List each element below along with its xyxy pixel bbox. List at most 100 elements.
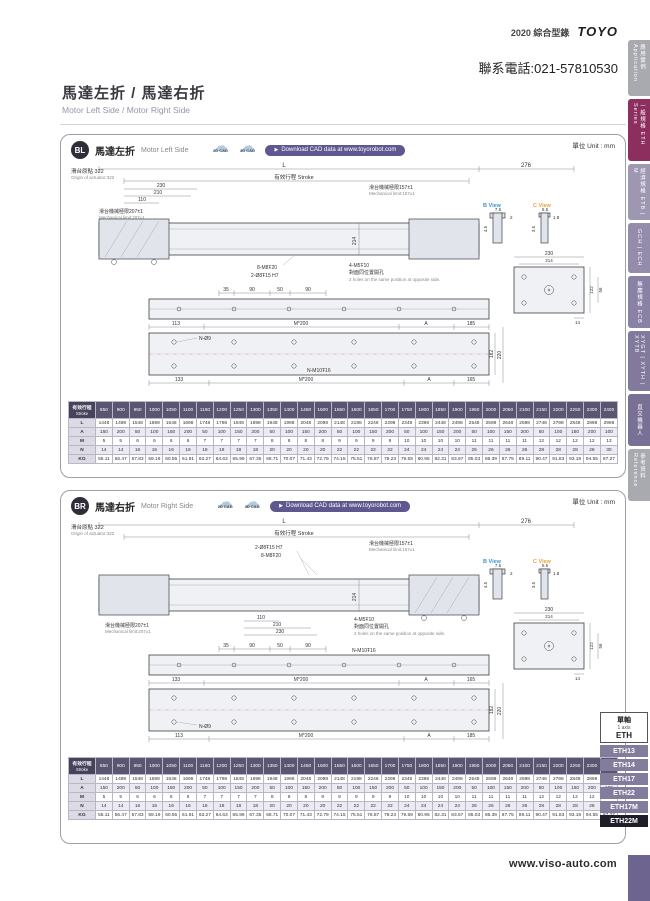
value-cell: 20 [263,445,282,455]
stroke-header-cell: 1750 [397,401,416,419]
dim-110: 110 [257,615,265,621]
value-cell: 61.91 [179,454,197,464]
value-cell: 18 [212,801,231,811]
value-cell: 57.83 [128,454,147,464]
model-eth17[interactable]: ETH17 [600,773,648,785]
tab-xygt-xyth-xytb[interactable]: XYGT | XYTH | XYTB [628,331,650,391]
value-cell: 100 [599,427,619,437]
corner-accent-block [628,855,650,901]
value-cell: 63.27 [195,454,214,464]
value-cell: 8 [313,436,332,446]
value-cell: 9 [364,792,383,802]
value-cell: 2598 [482,418,500,428]
cad-3d-icon[interactable]: ☁ 3D CAD [240,495,264,514]
model-eth17m[interactable]: ETH17M [600,801,648,813]
stroke-header-cell: 1150 [195,401,214,419]
stroke-header-cell: 1600 [347,757,366,775]
value-cell: 100 [280,783,298,793]
value-cell: 22 [381,445,399,455]
cad-2d-label: 2D CAD [217,504,233,509]
value-cell: 2848 [566,774,585,784]
stroke-header-cell: 1950 [465,401,484,419]
dim-276: 276 [521,519,532,525]
value-cell: 50 [397,783,416,793]
value-cell: 2348 [397,418,416,428]
tab-application[interactable]: 應用實例 Application [628,40,650,96]
value-cell: 1448 [95,774,113,784]
value-cell: 2748 [532,774,551,784]
value-cell: 12 [566,436,585,446]
value-cell: 1948 [263,774,282,784]
download-cad-label: Download CAD data at www.toyorobot.com [286,503,402,509]
value-cell: 2248 [364,418,383,428]
value-cell: 100 [482,427,500,437]
value-cell: 80.95 [414,454,433,464]
value-cell: 18 [229,445,248,455]
value-cell: 85.03 [465,454,484,464]
stroke-header-cell: 1250 [229,401,248,419]
group-en: 1 axis [617,725,631,731]
value-cell: 24 [448,801,467,811]
website-url: www.viso-auto.com [509,858,617,870]
value-cell: 86.39 [482,810,500,820]
value-cell: 7 [246,792,265,802]
stroke-dim-label: 有效行程 Stroke [274,529,313,537]
value-cell: 12 [532,792,551,802]
value-cell: 2998 [599,418,619,428]
tab-etb-m[interactable]: 經濟規格 ETB | M [628,164,650,220]
value-cell: 7 [229,436,248,446]
tab-cartesian-robot[interactable]: 直交機器人 [628,394,650,446]
dim-214: 214 [352,593,358,602]
cad-2d-label: 2D CAD [213,148,228,153]
value-cell: 22 [330,445,349,455]
value-cell: 86.39 [482,454,500,464]
cad-2d-icon[interactable]: ☁ 2D CAD [208,139,232,158]
value-cell: 65.99 [229,810,248,820]
download-cad-button[interactable]: ▶ Download CAD data at www.toyorobot.com [270,500,411,512]
origin-label: 滑台原點 322 [71,167,104,175]
value-cell: 50 [397,427,416,437]
value-cell: 150 [296,783,315,793]
hole-n-m10: N-M10Ŧ16 [307,368,331,374]
dim-A: A [424,677,428,683]
stroke-header-cell: 2400 [599,401,619,419]
value-cell: 1548 [128,774,147,784]
model-eth13[interactable]: ETH13 [600,745,648,757]
dim-230: 230 [157,183,166,189]
header-divider [60,124,626,125]
value-cell: 28 [566,445,585,455]
cad-3d-icon[interactable]: ☁ 3D CAD [235,139,259,158]
stroke-header-cell: 2300 [583,757,601,775]
tab-ecb[interactable]: 無塵規格 ECB [628,276,650,328]
tab-gch-ech[interactable]: GCH | ECH [628,223,650,273]
model-eth22m-active[interactable]: ETH22M [600,815,648,827]
section-header: BL 馬達左折 Motor Left Side ☁ 2D CAD ☁ 3D CA… [61,135,625,159]
value-cell: 83.67 [448,810,467,820]
value-cell: 8 [263,436,282,446]
download-cad-button[interactable]: ▶ Download CAD data at www.toyorobot.com [265,144,406,156]
section-motor-left: 單位 Unit : mm BL 馬達左折 Motor Left Side ☁ 2… [60,134,626,478]
row-label: KG [68,810,96,820]
section-title: 馬達右折 [95,502,135,514]
value-cell: 64.63 [212,454,231,464]
model-eth14[interactable]: ETH14 [600,759,648,771]
value-cell: 2298 [381,774,399,784]
value-cell: 64.63 [212,810,231,820]
dim-230-end: 230 [545,251,554,257]
value-cell: 2348 [397,774,416,784]
model-eth22[interactable]: ETH22 [600,787,648,799]
stroke-header-cell: 1800 [414,401,433,419]
value-cell: 2048 [296,418,315,428]
value-cell: 78.23 [381,454,399,464]
cad-2d-icon[interactable]: ☁ 2D CAD [213,495,237,514]
value-cell: 76.87 [364,454,383,464]
value-cell: 28 [549,445,568,455]
tab-eth-series[interactable]: 一般規格 ETH Series [628,99,650,161]
value-cell: 28 [583,801,601,811]
value-cell: 1748 [195,774,214,784]
value-cell: 26 [515,801,534,811]
tab-reference[interactable]: 參考資料 Reference [628,449,650,501]
stroke-header-cell: 2000 [482,401,500,419]
